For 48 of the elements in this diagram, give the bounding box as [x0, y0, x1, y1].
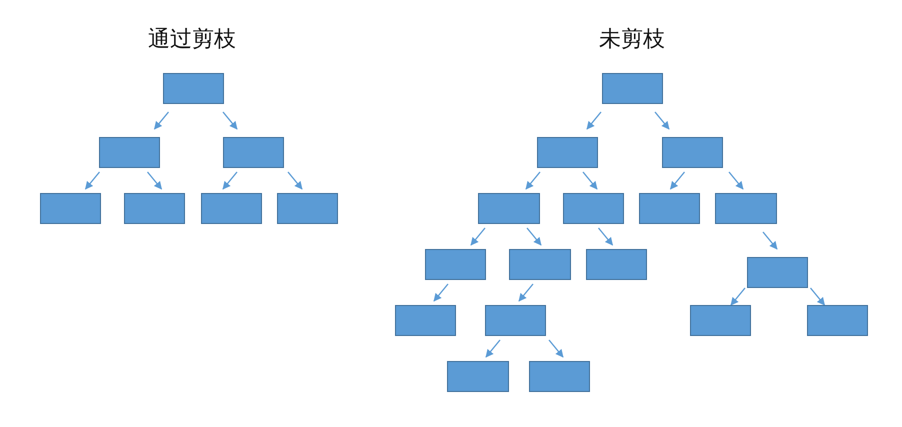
- tree-node: [40, 193, 101, 224]
- tree-node: [715, 193, 777, 224]
- tree-node: [690, 305, 751, 336]
- arrow: [670, 172, 685, 190]
- arrow: [598, 228, 613, 246]
- tree-node: [537, 137, 598, 168]
- arrow: [526, 228, 542, 246]
- tree-node: [425, 249, 486, 280]
- tree-node: [478, 193, 540, 224]
- arrow: [526, 172, 540, 190]
- arrow: [154, 112, 169, 130]
- tree-node: [447, 361, 509, 392]
- arrow: [470, 228, 486, 246]
- arrow: [762, 232, 778, 250]
- tree-node: [747, 257, 808, 288]
- tree-title: 未剪枝: [599, 26, 665, 52]
- tree-node: [485, 305, 546, 336]
- tree-node: [586, 249, 647, 280]
- arrow: [654, 112, 670, 130]
- arrow: [147, 172, 162, 190]
- tree-node: [277, 193, 338, 224]
- arrow: [222, 172, 238, 190]
- tree-node: [99, 137, 160, 168]
- tree-node: [509, 249, 571, 280]
- arrow: [586, 112, 602, 130]
- tree-node: [662, 137, 723, 168]
- arrow: [548, 340, 564, 358]
- arrow: [222, 112, 238, 130]
- arrow: [810, 288, 825, 306]
- arrow: [85, 172, 100, 190]
- tree-node: [602, 73, 663, 104]
- arrow: [728, 172, 744, 190]
- arrow: [518, 284, 534, 302]
- tree-node: [563, 193, 624, 224]
- arrow: [486, 340, 500, 358]
- arrow: [730, 288, 746, 306]
- tree-node: [163, 73, 224, 104]
- arrow: [582, 172, 598, 190]
- tree-node: [124, 193, 185, 224]
- tree-node: [639, 193, 700, 224]
- tree-node: [529, 361, 590, 392]
- tree-node: [395, 305, 456, 336]
- arrow: [288, 172, 302, 190]
- tree-title: 通过剪枝: [148, 26, 236, 52]
- tree-node: [807, 305, 868, 336]
- tree-node: [201, 193, 262, 224]
- tree-node: [223, 137, 284, 168]
- arrow: [434, 284, 448, 302]
